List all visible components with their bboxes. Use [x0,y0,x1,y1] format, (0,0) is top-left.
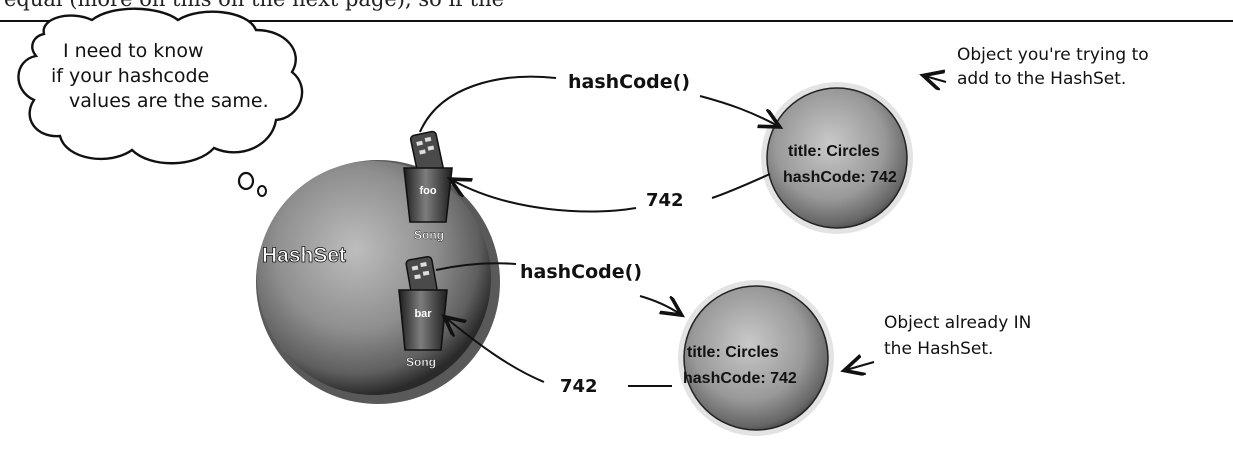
hashset-label: HashSet [262,244,346,267]
existing-object-sphere: title: Circles hashCode: 742 [678,280,834,436]
existing-object-title: title: Circles [687,344,779,361]
label-return-top: 742 [646,190,684,211]
bubble-text-line2: if your hashcode [51,65,209,87]
bucket-bar-tag: bar [414,308,432,320]
bubble-text-line1: I need to know [63,40,204,62]
divider-line [0,20,1233,22]
label-call-bottom: hashCode() [520,261,642,283]
annotation-new-object: Object you're trying to add to the HashS… [925,45,1149,89]
arrow-call-bottom: hashCode() [435,261,680,314]
label-call-top: hashCode() [568,71,690,93]
annotation-new-line1: Object you're trying to [957,45,1149,65]
annotation-existing-object: Object already IN the HashSet. [846,313,1031,370]
arrow-return-top: 742 [452,173,771,213]
new-object-hash: hashCode: 742 [783,169,897,186]
arrow-return-bottom: 742 [446,318,672,397]
thought-bubble: I need to know if your hashcode values a… [17,7,304,197]
bucket-bar: bar Song [398,255,448,369]
annotation-new-line2: add to the HashSet. [957,69,1126,89]
annotation-existing-line2: the HashSet. [884,339,993,359]
cup-icon-bottom [398,289,448,351]
annotation-arrow-new [925,76,947,82]
bubble-dot-large [237,171,255,191]
bucket-bar-caption: Song [406,355,436,369]
bubble-dot-small [257,185,267,197]
new-object-sphere: title: Circles hashCode: 742 [761,82,913,234]
arrow-call-top: hashCode() [419,71,778,133]
existing-object-hash: hashCode: 742 [683,370,797,387]
annotation-existing-line1: Object already IN [884,313,1031,333]
bubble-text-line3: values are the same. [69,90,269,112]
bucket-foo-tag: foo [419,185,436,197]
bucket-foo: foo Song [403,130,453,242]
label-return-bottom: 742 [560,376,598,397]
new-object-title: title: Circles [788,143,880,160]
annotation-arrow-existing [846,362,875,370]
hashset-sphere: HashSet [256,160,500,404]
preceding-text: equal (more on this on the next page), s… [4,0,904,11]
bucket-foo-caption: Song [414,228,444,242]
cup-icon-top [403,167,453,223]
